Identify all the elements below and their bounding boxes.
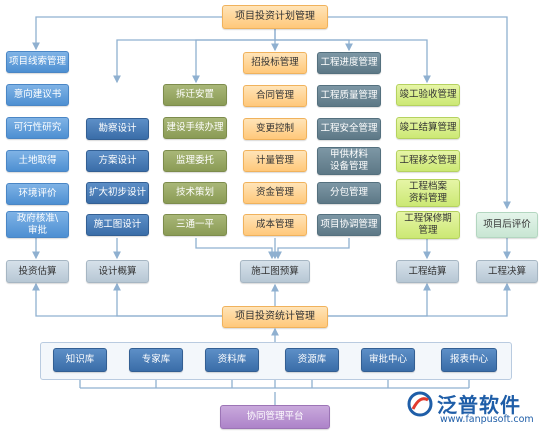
col7-item-0: 项目后评价 — [476, 212, 538, 238]
col6-item-2: 工程移交管理 — [396, 150, 460, 172]
library-approval-center: 审批中心 — [361, 348, 415, 372]
construction-drawing-budget: 施工图预算 — [240, 260, 310, 283]
col5-item-3: 甲供材料 设备管理 — [317, 147, 381, 175]
investment-estimate: 投资估算 — [6, 260, 69, 283]
library-document: 资料库 — [205, 348, 259, 372]
col6-item-4: 工程保修期 管理 — [396, 211, 460, 239]
col3-item-4: 三通一平 — [163, 214, 227, 236]
col1-item-0: 项目线索管理 — [6, 51, 69, 73]
col3-item-2: 监理委托 — [163, 150, 227, 172]
col1-item-2: 可行性研究 — [6, 117, 69, 139]
col4-item-0: 招投标管理 — [243, 52, 307, 74]
collaboration-platform: 协同管理平台 — [220, 405, 330, 429]
col2-item-2: 扩大初步设计 — [86, 182, 149, 204]
library-band — [40, 342, 512, 380]
col5-item-0: 工程进度管理 — [317, 52, 381, 74]
col4-item-2: 变更控制 — [243, 118, 307, 140]
fanpu-logo-icon — [407, 391, 433, 417]
col1-item-1: 意向建议书 — [6, 84, 69, 106]
project-settlement: 工程结算 — [396, 260, 459, 283]
col3-item-1: 建设手续办理 — [163, 117, 227, 139]
library-report-center: 报表中心 — [441, 348, 497, 372]
col4-item-3: 计量管理 — [243, 150, 307, 172]
col4-item-4: 资金管理 — [243, 182, 307, 204]
col2-item-1: 方案设计 — [86, 150, 149, 172]
final-accounts: 工程决算 — [476, 260, 538, 283]
library-resource: 资源库 — [285, 348, 339, 372]
col5-item-2: 工程安全管理 — [317, 118, 381, 140]
col3-item-0: 拆迁安置 — [163, 84, 227, 106]
project-investment-stats-management: 项目投资统计管理 — [222, 306, 328, 328]
library-knowledge: 知识库 — [53, 348, 107, 372]
col1-item-3: 土地取得 — [6, 150, 69, 172]
col5-item-5: 项目协调管理 — [317, 214, 381, 236]
col1-item-5: 政府核准\ 审批 — [6, 211, 69, 238]
col5-item-1: 工程质量管理 — [317, 85, 381, 107]
col2-item-0: 勘察设计 — [86, 118, 149, 140]
col4-item-1: 合同管理 — [243, 85, 307, 107]
col1-item-4: 环境评价 — [6, 183, 69, 205]
col3-item-3: 技术策划 — [163, 182, 227, 204]
project-investment-plan-management: 项目投资计划管理 — [222, 5, 328, 29]
logo-text: 泛普软件 — [437, 393, 521, 417]
col2-item-3: 施工图设计 — [86, 214, 149, 236]
library-expert: 专家库 — [129, 348, 183, 372]
col6-item-0: 竣工验收管理 — [396, 84, 460, 106]
col4-item-5: 成本管理 — [243, 214, 307, 236]
design-budget: 设计概算 — [86, 260, 149, 283]
col6-item-1: 竣工结算管理 — [396, 117, 460, 139]
col6-item-3: 工程档案 资料管理 — [396, 179, 460, 207]
col5-item-4: 分包管理 — [317, 182, 381, 204]
logo-url: www.fanpusoft.com — [440, 414, 534, 425]
